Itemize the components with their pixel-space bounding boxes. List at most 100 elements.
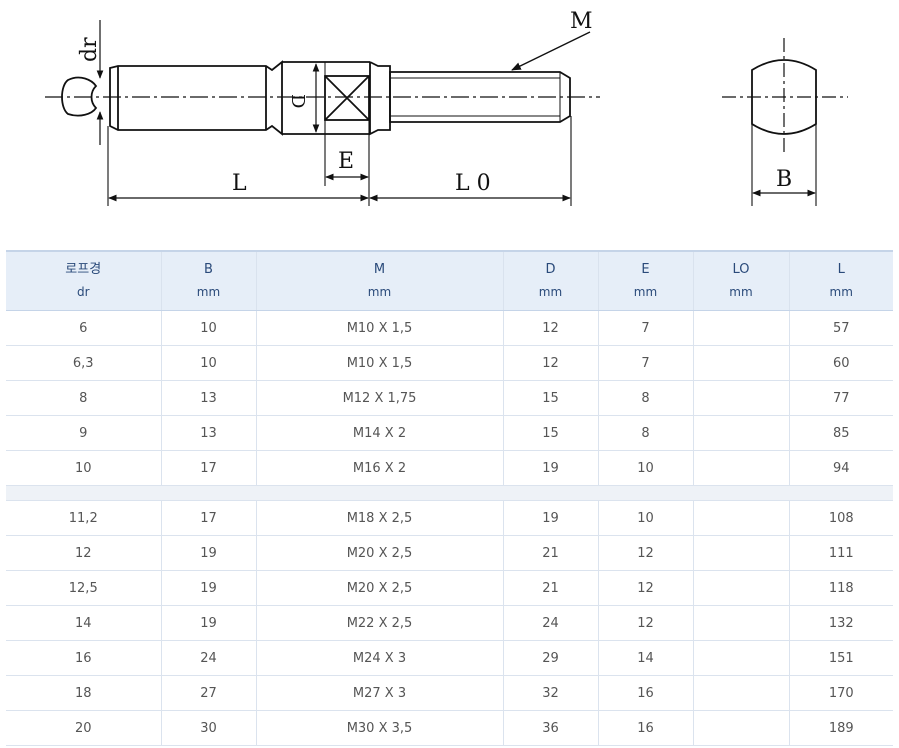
table-cell: 21 <box>503 570 599 606</box>
table-separator <box>6 485 893 501</box>
table-cell: M10 X 1,5 <box>256 310 504 346</box>
table-cell: 6 <box>6 310 162 346</box>
table-cell: 85 <box>789 415 893 451</box>
table-cell <box>693 570 790 606</box>
table-cell <box>693 535 790 571</box>
table-cell: 77 <box>789 380 893 416</box>
table-cell: 151 <box>789 640 893 676</box>
table-cell <box>693 380 790 416</box>
table-cell: 16 <box>598 675 694 711</box>
table-cell: 12 <box>598 535 694 571</box>
table-cell: 32 <box>503 675 599 711</box>
table-cell: 8 <box>6 380 162 416</box>
table-cell: 8 <box>598 415 694 451</box>
table-cell: 94 <box>789 450 893 486</box>
table-cell: 24 <box>503 605 599 641</box>
table-cell: 36 <box>503 710 599 746</box>
table-cell: 17 <box>161 450 257 486</box>
table-cell: 10 <box>161 345 257 381</box>
label-dr: dr <box>77 37 102 62</box>
table-cell: 19 <box>161 605 257 641</box>
table-cell <box>693 675 790 711</box>
table-cell: M16 X 2 <box>256 450 504 486</box>
table-cell <box>693 500 790 536</box>
table-cell: M30 X 3,5 <box>256 710 504 746</box>
separator-cell <box>789 485 893 501</box>
table-cell: M27 X 3 <box>256 675 504 711</box>
table-cell: M22 X 2,5 <box>256 605 504 641</box>
table-cell: 24 <box>161 640 257 676</box>
table-cell: 13 <box>161 415 257 451</box>
label-d: D <box>287 94 308 108</box>
table-cell: 14 <box>6 605 162 641</box>
table-cell: M14 X 2 <box>256 415 504 451</box>
label-m: M <box>570 9 593 34</box>
table-cell: 20 <box>6 710 162 746</box>
label-e: E <box>338 149 354 174</box>
table-cell: 14 <box>598 640 694 676</box>
table-cell: 12 <box>503 345 599 381</box>
table-cell: M20 X 2,5 <box>256 535 504 571</box>
table-cell: 10 <box>161 310 257 346</box>
table-cell: 12 <box>598 570 694 606</box>
separator-cell <box>693 485 789 501</box>
table-cell <box>693 605 790 641</box>
table-cell: 12 <box>598 605 694 641</box>
table-cell: 27 <box>161 675 257 711</box>
table-cell <box>693 310 790 346</box>
table-cell: 11,2 <box>6 500 162 536</box>
table-cell: 170 <box>789 675 893 711</box>
table-cell: 9 <box>6 415 162 451</box>
label-l: L <box>232 171 247 196</box>
table-cell: 16 <box>6 640 162 676</box>
separator-cell <box>6 485 161 501</box>
table-cell: 29 <box>503 640 599 676</box>
table-cell: 18 <box>6 675 162 711</box>
separator-cell <box>256 485 503 501</box>
table-cell: 60 <box>789 345 893 381</box>
table-cell: 132 <box>789 605 893 641</box>
table-cell: 10 <box>6 450 162 486</box>
table-cell: 108 <box>789 500 893 536</box>
table-cell: 111 <box>789 535 893 571</box>
table-cell <box>693 640 790 676</box>
table-cell: 12 <box>6 535 162 571</box>
table-cell <box>693 415 790 451</box>
table-cell: 12,5 <box>6 570 162 606</box>
separator-cell <box>598 485 693 501</box>
table-cell: 19 <box>161 535 257 571</box>
table-cell: 15 <box>503 415 599 451</box>
table-cell <box>693 450 790 486</box>
table-cell <box>693 710 790 746</box>
table-cell: 10 <box>598 500 694 536</box>
table-cell: 19 <box>503 500 599 536</box>
table-cell: M18 X 2,5 <box>256 500 504 536</box>
table-cell: 15 <box>503 380 599 416</box>
table-cell: 7 <box>598 310 694 346</box>
table-cell: 16 <box>598 710 694 746</box>
technical-drawing: dr D E L L 0 M B <box>0 0 899 240</box>
table-cell: M24 X 3 <box>256 640 504 676</box>
table-cell: 21 <box>503 535 599 571</box>
table-cell: M12 X 1,75 <box>256 380 504 416</box>
label-b: B <box>776 167 792 192</box>
